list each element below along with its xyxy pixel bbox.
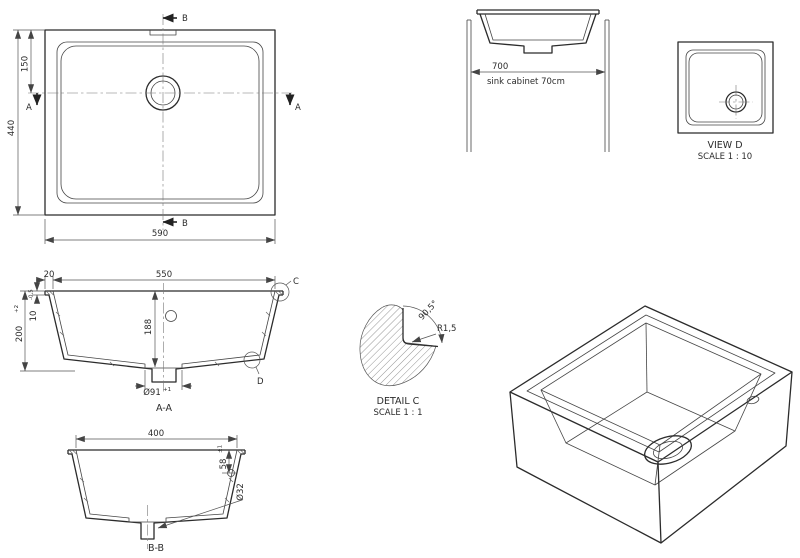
section-aa-outline [44, 283, 284, 392]
angle-arc [402, 305, 445, 344]
iso-overflow-hole [746, 395, 760, 405]
front-view: 700 sink cabinet 70cm [466, 9, 610, 152]
detail-c-surfaces [402, 308, 439, 348]
dim-150: 150 [21, 56, 31, 72]
dim-10: 10 [29, 311, 39, 322]
iso-drain-outer [644, 435, 692, 465]
dim-440: 440 [7, 120, 17, 136]
iso-inner-rim [526, 314, 776, 453]
cabinet-outline [466, 19, 610, 152]
hatching-aa [45, 290, 283, 367]
section-bb-dimensions: 400 58 ±1 Ø32 [75, 429, 246, 529]
detail-c-label: C [293, 277, 299, 287]
dim-91: Ø91 [143, 387, 161, 398]
section-aa-dimensions: 20 550 200 +2 10 -0,5 188 Ø91 +1 [14, 270, 276, 398]
iso-bowl-bottom [565, 391, 736, 486]
dim-200: 200 [15, 326, 25, 342]
cabinet-note: sink cabinet 70cm [487, 77, 565, 87]
tol-91: +1 [163, 387, 171, 393]
detail-markers-aa: C D [243, 277, 299, 387]
tol-200: +2 [14, 305, 20, 313]
section-aa-title: A-A [156, 403, 173, 414]
dim-32: Ø32 [235, 483, 246, 501]
section-bb-outline [67, 449, 246, 549]
section-line-a: A A [26, 93, 301, 113]
isometric-view [509, 305, 793, 544]
plan-view: B B A A 440 150 590 [7, 13, 301, 244]
iso-outer-rim [509, 305, 793, 463]
section-aa-view: 20 550 200 +2 10 -0,5 188 Ø91 +1 C [14, 270, 299, 414]
section-label-a-left: A [26, 103, 32, 113]
section-label-b-top: B [182, 14, 188, 24]
plan-dimensions: 440 150 590 [7, 29, 276, 244]
iso-bowl-top [540, 322, 762, 446]
overflow-hole-aa [165, 310, 177, 322]
detail-c-title: DETAIL C [377, 396, 420, 407]
tol-58: ±1 [218, 445, 224, 453]
radius-label: R1,5 [437, 324, 456, 334]
section-line-b: B B [162, 13, 188, 229]
dim-700: 700 [492, 62, 508, 72]
hatching-bb [68, 449, 245, 503]
view-d-title: VIEW D [707, 140, 742, 151]
dim-400: 400 [148, 429, 164, 439]
dim-58: 58 [219, 459, 229, 470]
dim-550: 550 [156, 270, 172, 280]
iso-drain-inner [653, 440, 683, 460]
dim-20: 20 [44, 270, 55, 280]
section-label-a-right: A [295, 103, 301, 113]
detail-c-scale: SCALE 1 : 1 [373, 408, 422, 418]
view-d-scale: SCALE 1 : 10 [698, 152, 752, 162]
sink-front-profile [476, 9, 600, 54]
detail-c-view: 90,5° R1,5 DETAIL C SCALE 1 : 1 [359, 299, 456, 418]
dim-188: 188 [144, 319, 154, 335]
section-bb-view: 400 58 ±1 Ø32 B-B [67, 429, 246, 554]
detail-d-label: D [257, 377, 264, 387]
cabinet-dimension: 700 sink cabinet 70cm [470, 62, 606, 87]
view-d: VIEW D SCALE 1 : 10 [677, 41, 774, 162]
section-label-b-bottom: B [182, 219, 188, 229]
tol-10: -0,5 [29, 289, 35, 300]
plan-outline [28, 14, 292, 230]
dim-590: 590 [152, 229, 168, 239]
section-bb-title: B-B [148, 543, 164, 554]
angle-label: 90,5° [417, 299, 440, 323]
